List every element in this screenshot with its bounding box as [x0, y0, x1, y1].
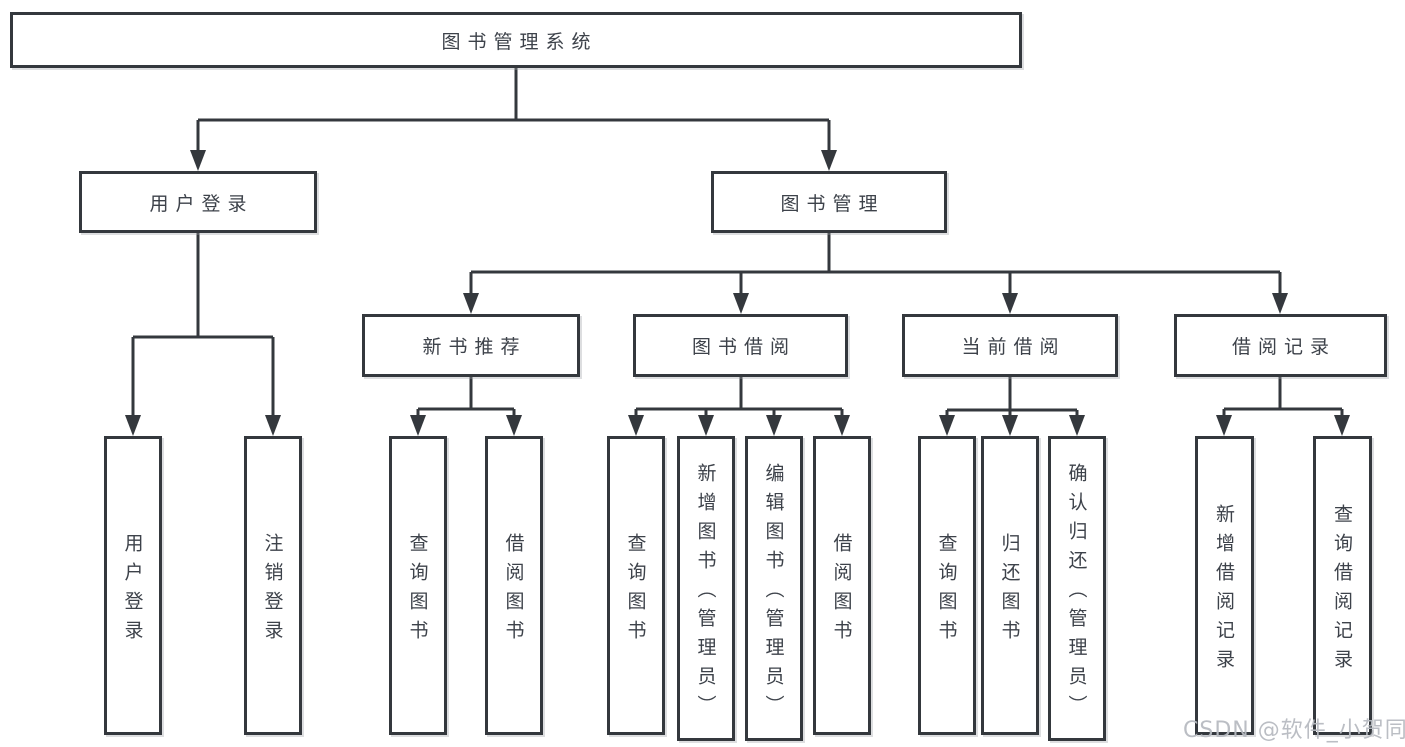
leaf-query-books-1-label: 查询图书	[406, 532, 429, 649]
arrow-down-icon	[733, 293, 749, 314]
leaf-confirm-return-admin-label: 确认归还（管理员）	[1065, 463, 1088, 724]
arrow-down-icon	[463, 293, 479, 314]
node-current-borrowing: 当前借阅	[902, 314, 1118, 377]
leaf-edit-book-admin: 编辑图书（管理员）	[745, 436, 803, 741]
node-borrowing-records: 借阅记录	[1174, 314, 1387, 377]
arrow-down-icon	[190, 150, 206, 171]
leaf-add-borrow-record: 新增借阅记录	[1195, 436, 1254, 735]
arrow-down-icon	[410, 415, 426, 436]
leaf-borrow-books-2: 借阅图书	[813, 436, 871, 735]
edge-user-login-to-leaves	[131, 233, 275, 417]
arrow-down-icon	[125, 415, 141, 436]
leaf-query-books-3-label: 查询图书	[935, 532, 958, 649]
node-new-book-recommend-label: 新书推荐	[422, 336, 527, 358]
leaf-query-books-2-label: 查询图书	[624, 532, 647, 649]
edge-new-rec-to-leaves	[416, 377, 516, 419]
node-book-management: 图书管理	[711, 171, 947, 233]
arrow-down-icon	[265, 415, 281, 436]
leaf-add-book-admin: 新增图书（管理员）	[677, 436, 735, 741]
node-book-management-label: 图书管理	[780, 192, 885, 215]
leaf-add-book-admin-label: 新增图书（管理员）	[694, 463, 717, 724]
arrow-down-icon	[766, 415, 782, 436]
arrow-down-icon	[1334, 415, 1350, 436]
leaf-return-books-label: 归还图书	[998, 532, 1021, 649]
leaf-user-login-label: 用户登录	[121, 532, 144, 649]
arrow-down-icon	[698, 415, 714, 436]
leaf-borrow-books-1: 借阅图书	[485, 436, 543, 735]
arrow-down-icon	[1002, 415, 1018, 436]
node-current-borrowing-label: 当前借阅	[961, 336, 1066, 358]
leaf-return-books: 归还图书	[981, 436, 1039, 735]
edge-root-to-level2	[196, 68, 831, 152]
node-book-borrowing: 图书借阅	[633, 314, 848, 377]
arrow-down-icon	[1272, 293, 1288, 314]
leaf-query-books-1: 查询图书	[389, 436, 447, 735]
leaf-logout-label: 注销登录	[261, 532, 284, 649]
node-book-borrowing-label: 图书借阅	[691, 336, 796, 358]
edge-book-borrow-to-leaves	[634, 377, 844, 419]
leaf-confirm-return-admin: 确认归还（管理员）	[1048, 436, 1106, 741]
leaf-query-borrow-record: 查询借阅记录	[1313, 436, 1372, 735]
arrow-down-icon	[1069, 415, 1085, 436]
leaf-query-books-3: 查询图书	[918, 436, 976, 735]
arrow-down-icon	[821, 150, 837, 171]
leaf-add-borrow-record-label: 新增借阅记录	[1213, 503, 1235, 678]
edge-book-mgmt-to-level3	[469, 233, 1282, 295]
arrow-down-icon	[834, 415, 850, 436]
node-library-system-label: 图书管理系统	[441, 30, 598, 53]
leaf-edit-book-admin-label: 编辑图书（管理员）	[762, 463, 785, 724]
node-user-login-label: 用户登录	[149, 192, 254, 215]
edge-current-borrow-to-leaves	[945, 377, 1079, 419]
node-new-book-recommend: 新书推荐	[362, 314, 580, 377]
leaf-borrow-books-2-label: 借阅图书	[830, 532, 853, 649]
edge-records-to-leaves	[1222, 377, 1344, 419]
arrowheads	[125, 150, 1350, 436]
watermark: CSDN @软件_小贺同学	[1183, 718, 1405, 743]
leaf-borrow-books-1-label: 借阅图书	[502, 532, 525, 649]
leaf-user-login: 用户登录	[104, 436, 162, 735]
arrow-down-icon	[1002, 293, 1018, 314]
node-library-system: 图书管理系统	[10, 12, 1022, 68]
arrow-down-icon	[628, 415, 644, 436]
node-user-login: 用户登录	[79, 171, 317, 233]
leaf-query-books-2: 查询图书	[607, 436, 665, 735]
arrow-down-icon	[506, 415, 522, 436]
leaf-query-borrow-record-label: 查询借阅记录	[1331, 503, 1353, 678]
leaf-logout: 注销登录	[244, 436, 302, 735]
arrow-down-icon	[939, 415, 955, 436]
node-borrowing-records-label: 借阅记录	[1231, 336, 1336, 358]
arrow-down-icon	[1216, 415, 1232, 436]
